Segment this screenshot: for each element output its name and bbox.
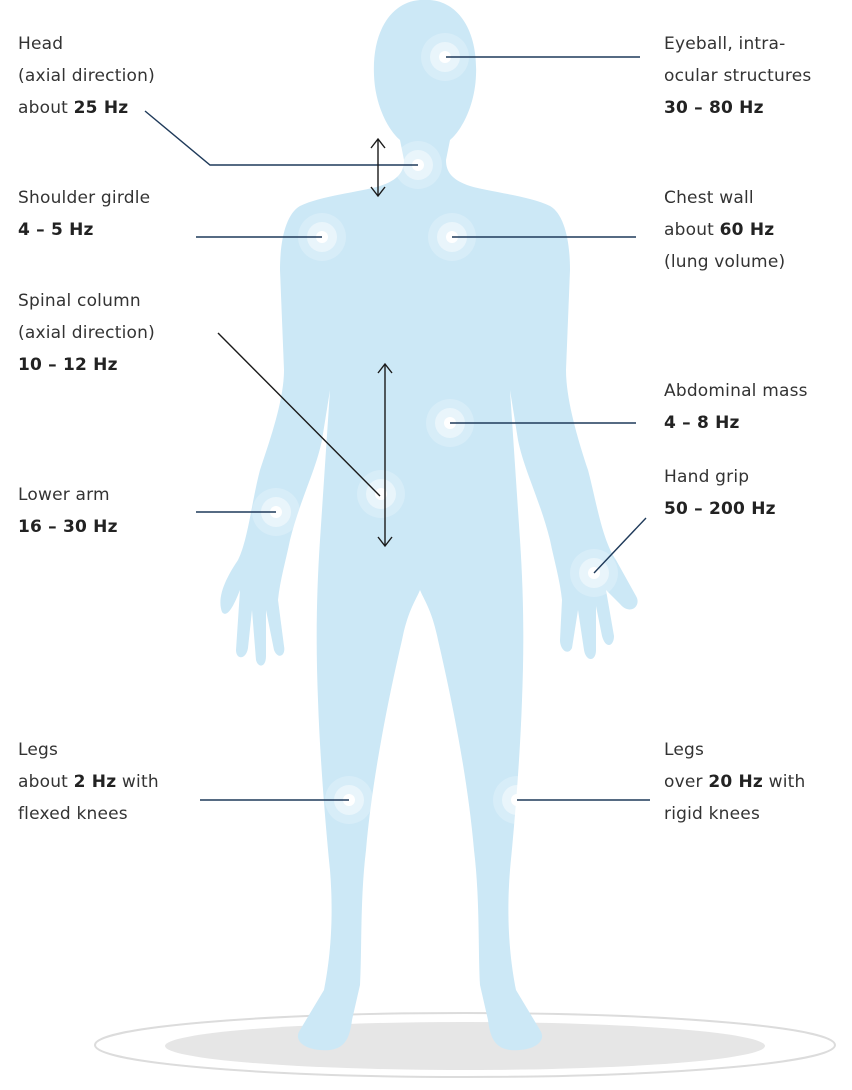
head-label-line1: Head	[18, 28, 155, 60]
hand-label-line1: Hand grip	[664, 461, 776, 493]
chest-frequency: 60 Hz	[720, 220, 775, 240]
hand-frequency: 50 – 200 Hz	[664, 493, 776, 525]
head-label-line2: (axial direction)	[18, 60, 155, 92]
label-legs-right: Legs over 20 Hz with rigid knees	[664, 734, 806, 830]
eyeball-label-line1: Eyeball, intra-	[664, 28, 811, 60]
legs-left-label-line1: Legs	[18, 734, 159, 766]
chest-label-line2: about 60 Hz	[664, 214, 785, 246]
eyeball-label-line2: ocular structures	[664, 60, 811, 92]
label-abdomen: Abdominal mass 4 – 8 Hz	[664, 375, 808, 439]
spine-label-line1: Spinal column	[18, 285, 155, 317]
shoulder-label-line1: Shoulder girdle	[18, 182, 150, 214]
spine-label-line2: (axial direction)	[18, 317, 155, 349]
floor-shadow	[165, 1022, 765, 1070]
legs-right-label-line3: rigid knees	[664, 798, 806, 830]
legs-left-label-line3: flexed knees	[18, 798, 159, 830]
label-hand: Hand grip 50 – 200 Hz	[664, 461, 776, 525]
legs-right-suffix: with	[763, 772, 805, 792]
chest-label-prefix: about	[664, 220, 720, 240]
legs-right-label-line2: over 20 Hz with	[664, 766, 806, 798]
label-eyeball: Eyeball, intra- ocular structures 30 – 8…	[664, 28, 811, 124]
eyeball-frequency: 30 – 80 Hz	[664, 92, 811, 124]
shoulder-frequency: 4 – 5 Hz	[18, 214, 150, 246]
chest-label-line1: Chest wall	[664, 182, 785, 214]
legs-left-suffix: with	[116, 772, 158, 792]
label-chest: Chest wall about 60 Hz (lung volume)	[664, 182, 785, 278]
legs-left-frequency: 2 Hz	[74, 772, 117, 792]
abdomen-label-line1: Abdominal mass	[664, 375, 808, 407]
label-shoulder: Shoulder girdle 4 – 5 Hz	[18, 182, 150, 246]
label-lower-arm: Lower arm 16 – 30 Hz	[18, 479, 118, 543]
head-leader-line	[145, 111, 418, 165]
chest-label-line3: (lung volume)	[664, 246, 785, 278]
legs-right-label-line1: Legs	[664, 734, 806, 766]
head-label-line3: about 25 Hz	[18, 92, 155, 124]
lower-arm-label-line1: Lower arm	[18, 479, 118, 511]
lower-arm-frequency: 16 – 30 Hz	[18, 511, 118, 543]
legs-right-prefix: over	[664, 772, 708, 792]
legs-left-prefix: about	[18, 772, 74, 792]
spine-frequency: 10 – 12 Hz	[18, 349, 155, 381]
head-frequency: 25 Hz	[74, 98, 129, 118]
label-head: Head (axial direction) about 25 Hz	[18, 28, 155, 124]
head-label-prefix: about	[18, 98, 74, 118]
legs-left-label-line2: about 2 Hz with	[18, 766, 159, 798]
label-spine: Spinal column (axial direction) 10 – 12 …	[18, 285, 155, 381]
abdomen-frequency: 4 – 8 Hz	[664, 407, 808, 439]
legs-right-frequency: 20 Hz	[708, 772, 763, 792]
label-legs-left: Legs about 2 Hz with flexed knees	[18, 734, 159, 830]
